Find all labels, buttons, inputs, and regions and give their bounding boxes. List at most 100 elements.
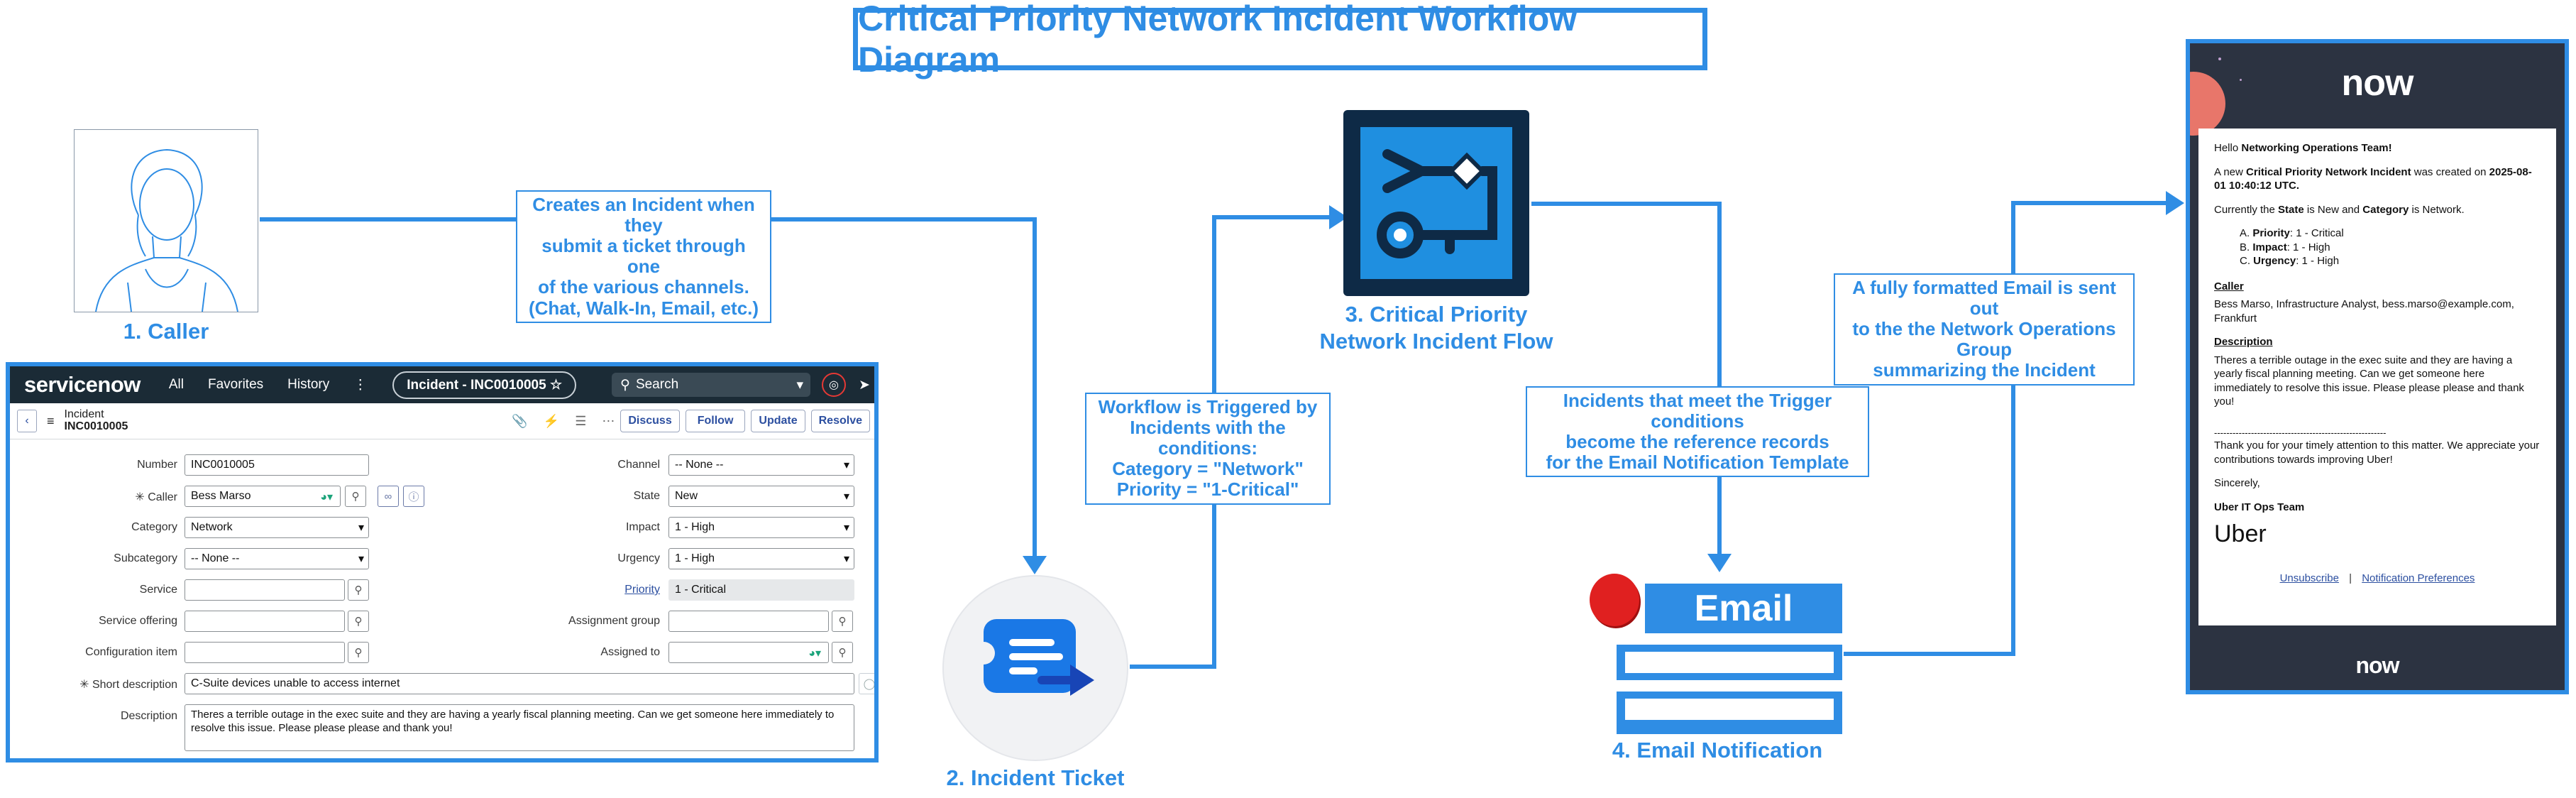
service-offering-field[interactable] bbox=[185, 611, 345, 632]
back-icon[interactable]: ‹ bbox=[17, 410, 37, 432]
note-line: summarizing the Incident bbox=[1873, 359, 2096, 381]
search-icon: ⚲ bbox=[620, 377, 630, 393]
field-label-urgency: Urgency bbox=[617, 552, 660, 564]
search-icon[interactable]: ⚲ bbox=[348, 611, 369, 632]
divider-text: ----------------------------------------… bbox=[2214, 427, 2387, 438]
description-heading: Description bbox=[2214, 336, 2273, 348]
edge-flow-v bbox=[1717, 202, 1722, 557]
edge-label-flow-email: Incidents that meet the Trigger conditio… bbox=[1526, 386, 1869, 478]
list-value: : 1 - Critical bbox=[2289, 227, 2344, 239]
field-label-number: Number bbox=[137, 459, 177, 471]
discuss-button[interactable]: Discuss bbox=[620, 410, 680, 432]
more-horizontal-icon[interactable]: ⋯ bbox=[602, 413, 615, 428]
configuration-item-field[interactable] bbox=[185, 642, 345, 663]
urgency-select[interactable]: 1 - High bbox=[668, 548, 854, 569]
activity-icon[interactable]: ⚡ bbox=[543, 413, 560, 428]
edge-email-v bbox=[2011, 201, 2015, 656]
record-type: Incident bbox=[64, 408, 104, 421]
assignment-group-field[interactable] bbox=[668, 611, 829, 632]
more-vertical-icon[interactable]: ⋮ bbox=[353, 377, 368, 393]
note-line: Workflow is Triggered by bbox=[1098, 396, 1318, 417]
field-label-state: State bbox=[633, 490, 660, 502]
state-bold: Category bbox=[2362, 203, 2409, 216]
lightbulb-icon[interactable]: ◯ bbox=[859, 673, 874, 694]
edge-email-h1 bbox=[1844, 652, 2015, 656]
channel-select[interactable]: -- None -- bbox=[668, 454, 854, 476]
search-icon[interactable]: ⚲ bbox=[345, 486, 366, 507]
field-label-assigned-to: Assigned to bbox=[600, 646, 660, 658]
subcategory-select[interactable]: -- None -- bbox=[185, 548, 369, 569]
uber-logo: Uber bbox=[2214, 520, 2267, 548]
list-prefix: C. bbox=[2240, 255, 2254, 267]
intro-text: was created on bbox=[2411, 165, 2489, 178]
email-links: Unsubscribe | Notification Preferences bbox=[2214, 572, 2541, 586]
star-icon[interactable]: ☆ bbox=[549, 377, 563, 393]
list-key: Priority bbox=[2252, 227, 2290, 239]
sincerely-text: Sincerely, bbox=[2214, 477, 2260, 490]
field-label-channel: Channel bbox=[617, 459, 660, 471]
priority-link[interactable]: Priority bbox=[624, 584, 660, 596]
sn-search-input[interactable]: ⚲Search▾ bbox=[612, 373, 811, 397]
update-button[interactable]: Update bbox=[751, 410, 805, 432]
short-description-field[interactable]: C-Suite devices unable to access interne… bbox=[185, 673, 854, 694]
state-select[interactable]: New bbox=[668, 486, 854, 507]
edge-caller-v bbox=[1033, 217, 1037, 558]
field-label-description: Description bbox=[120, 710, 177, 722]
notification-preferences-link[interactable]: Notification Preferences bbox=[2362, 572, 2475, 584]
record-tab-label: Incident - INC0010005 bbox=[407, 377, 546, 393]
ticket-label: 2. Incident Ticket bbox=[946, 765, 1125, 790]
list-item: C. Urgency: 1 - High bbox=[2240, 254, 2541, 268]
flow-node bbox=[1343, 110, 1529, 296]
globe-icon[interactable]: ◎ bbox=[822, 373, 847, 397]
sn-nav-all[interactable]: All bbox=[168, 377, 184, 392]
link-separator: | bbox=[2349, 572, 2352, 584]
record-tab-pill[interactable]: Incident - INC0010005 ☆ bbox=[392, 371, 577, 399]
list-value: : 1 - High bbox=[2296, 255, 2340, 267]
search-icon[interactable]: ⚲ bbox=[348, 579, 369, 601]
share-icon[interactable]: ∞ bbox=[378, 486, 399, 507]
service-field[interactable] bbox=[185, 579, 345, 601]
email-line-bar bbox=[1617, 692, 1842, 734]
flow-label-line: Network Incident Flow bbox=[1319, 328, 1553, 354]
impact-select[interactable]: 1 - High bbox=[668, 517, 854, 538]
assigned-to-field[interactable]: ◕▾ bbox=[668, 642, 829, 663]
state-text: is Network. bbox=[2409, 203, 2465, 216]
search-icon[interactable]: ⚲ bbox=[832, 611, 853, 632]
note-line: to the the Network Operations Group bbox=[1852, 318, 2116, 361]
note-line: Category = "Network" bbox=[1112, 458, 1304, 480]
thanks-text: Thank you for your timely attention to t… bbox=[2214, 439, 2540, 466]
note-line: Creates an Incident when they bbox=[532, 194, 755, 236]
description-textarea[interactable]: Theres a terrible outage in the exec sui… bbox=[185, 704, 854, 751]
attachment-icon[interactable]: 📎 bbox=[512, 413, 528, 428]
chevron-down-icon[interactable]: ▾ bbox=[796, 377, 804, 393]
search-icon[interactable]: ⚲ bbox=[832, 642, 853, 663]
caller-field[interactable]: Bess Marso◕▾ bbox=[185, 486, 341, 507]
edge-label-ticket-flow: Workflow is Triggered by Incidents with … bbox=[1085, 393, 1331, 505]
unsubscribe-link[interactable]: Unsubscribe bbox=[2279, 572, 2339, 584]
field-label-service: Service bbox=[139, 584, 177, 596]
edge-ticket-h1 bbox=[1130, 665, 1216, 669]
number-field[interactable]: INC0010005 bbox=[185, 454, 369, 476]
user-presence-icon: ◕▾ bbox=[320, 491, 333, 503]
decorative-dot bbox=[2218, 58, 2221, 60]
follow-button[interactable]: Follow bbox=[685, 410, 746, 432]
field-label-impact: Impact bbox=[625, 521, 660, 533]
category-select[interactable]: Network bbox=[185, 517, 369, 538]
resolve-button[interactable]: Resolve bbox=[810, 410, 870, 432]
list-prefix: A. bbox=[2240, 227, 2253, 239]
sn-nav-favorites[interactable]: Favorites bbox=[208, 377, 264, 392]
ticket-node bbox=[942, 575, 1128, 761]
info-icon[interactable]: ⓘ bbox=[403, 486, 424, 507]
sn-nav-history[interactable]: History bbox=[287, 377, 330, 392]
field-label-short-description: ✳ Short description bbox=[24, 677, 177, 692]
sn-logo: servicenow bbox=[24, 372, 141, 397]
caller-label: 1. Caller bbox=[123, 319, 209, 344]
field-label-configuration-item: Configuration item bbox=[85, 646, 177, 658]
search-icon[interactable]: ⚲ bbox=[348, 642, 369, 663]
arrow-to-ticket bbox=[1023, 556, 1047, 574]
settings-sliders-icon[interactable]: ☰ bbox=[575, 413, 587, 428]
pin-icon[interactable]: ➤ bbox=[859, 377, 870, 393]
caller-label-text: Caller bbox=[148, 491, 177, 503]
hamburger-icon[interactable]: ≡ bbox=[47, 413, 55, 428]
list-item: A. Priority: 1 - Critical bbox=[2240, 226, 2541, 241]
